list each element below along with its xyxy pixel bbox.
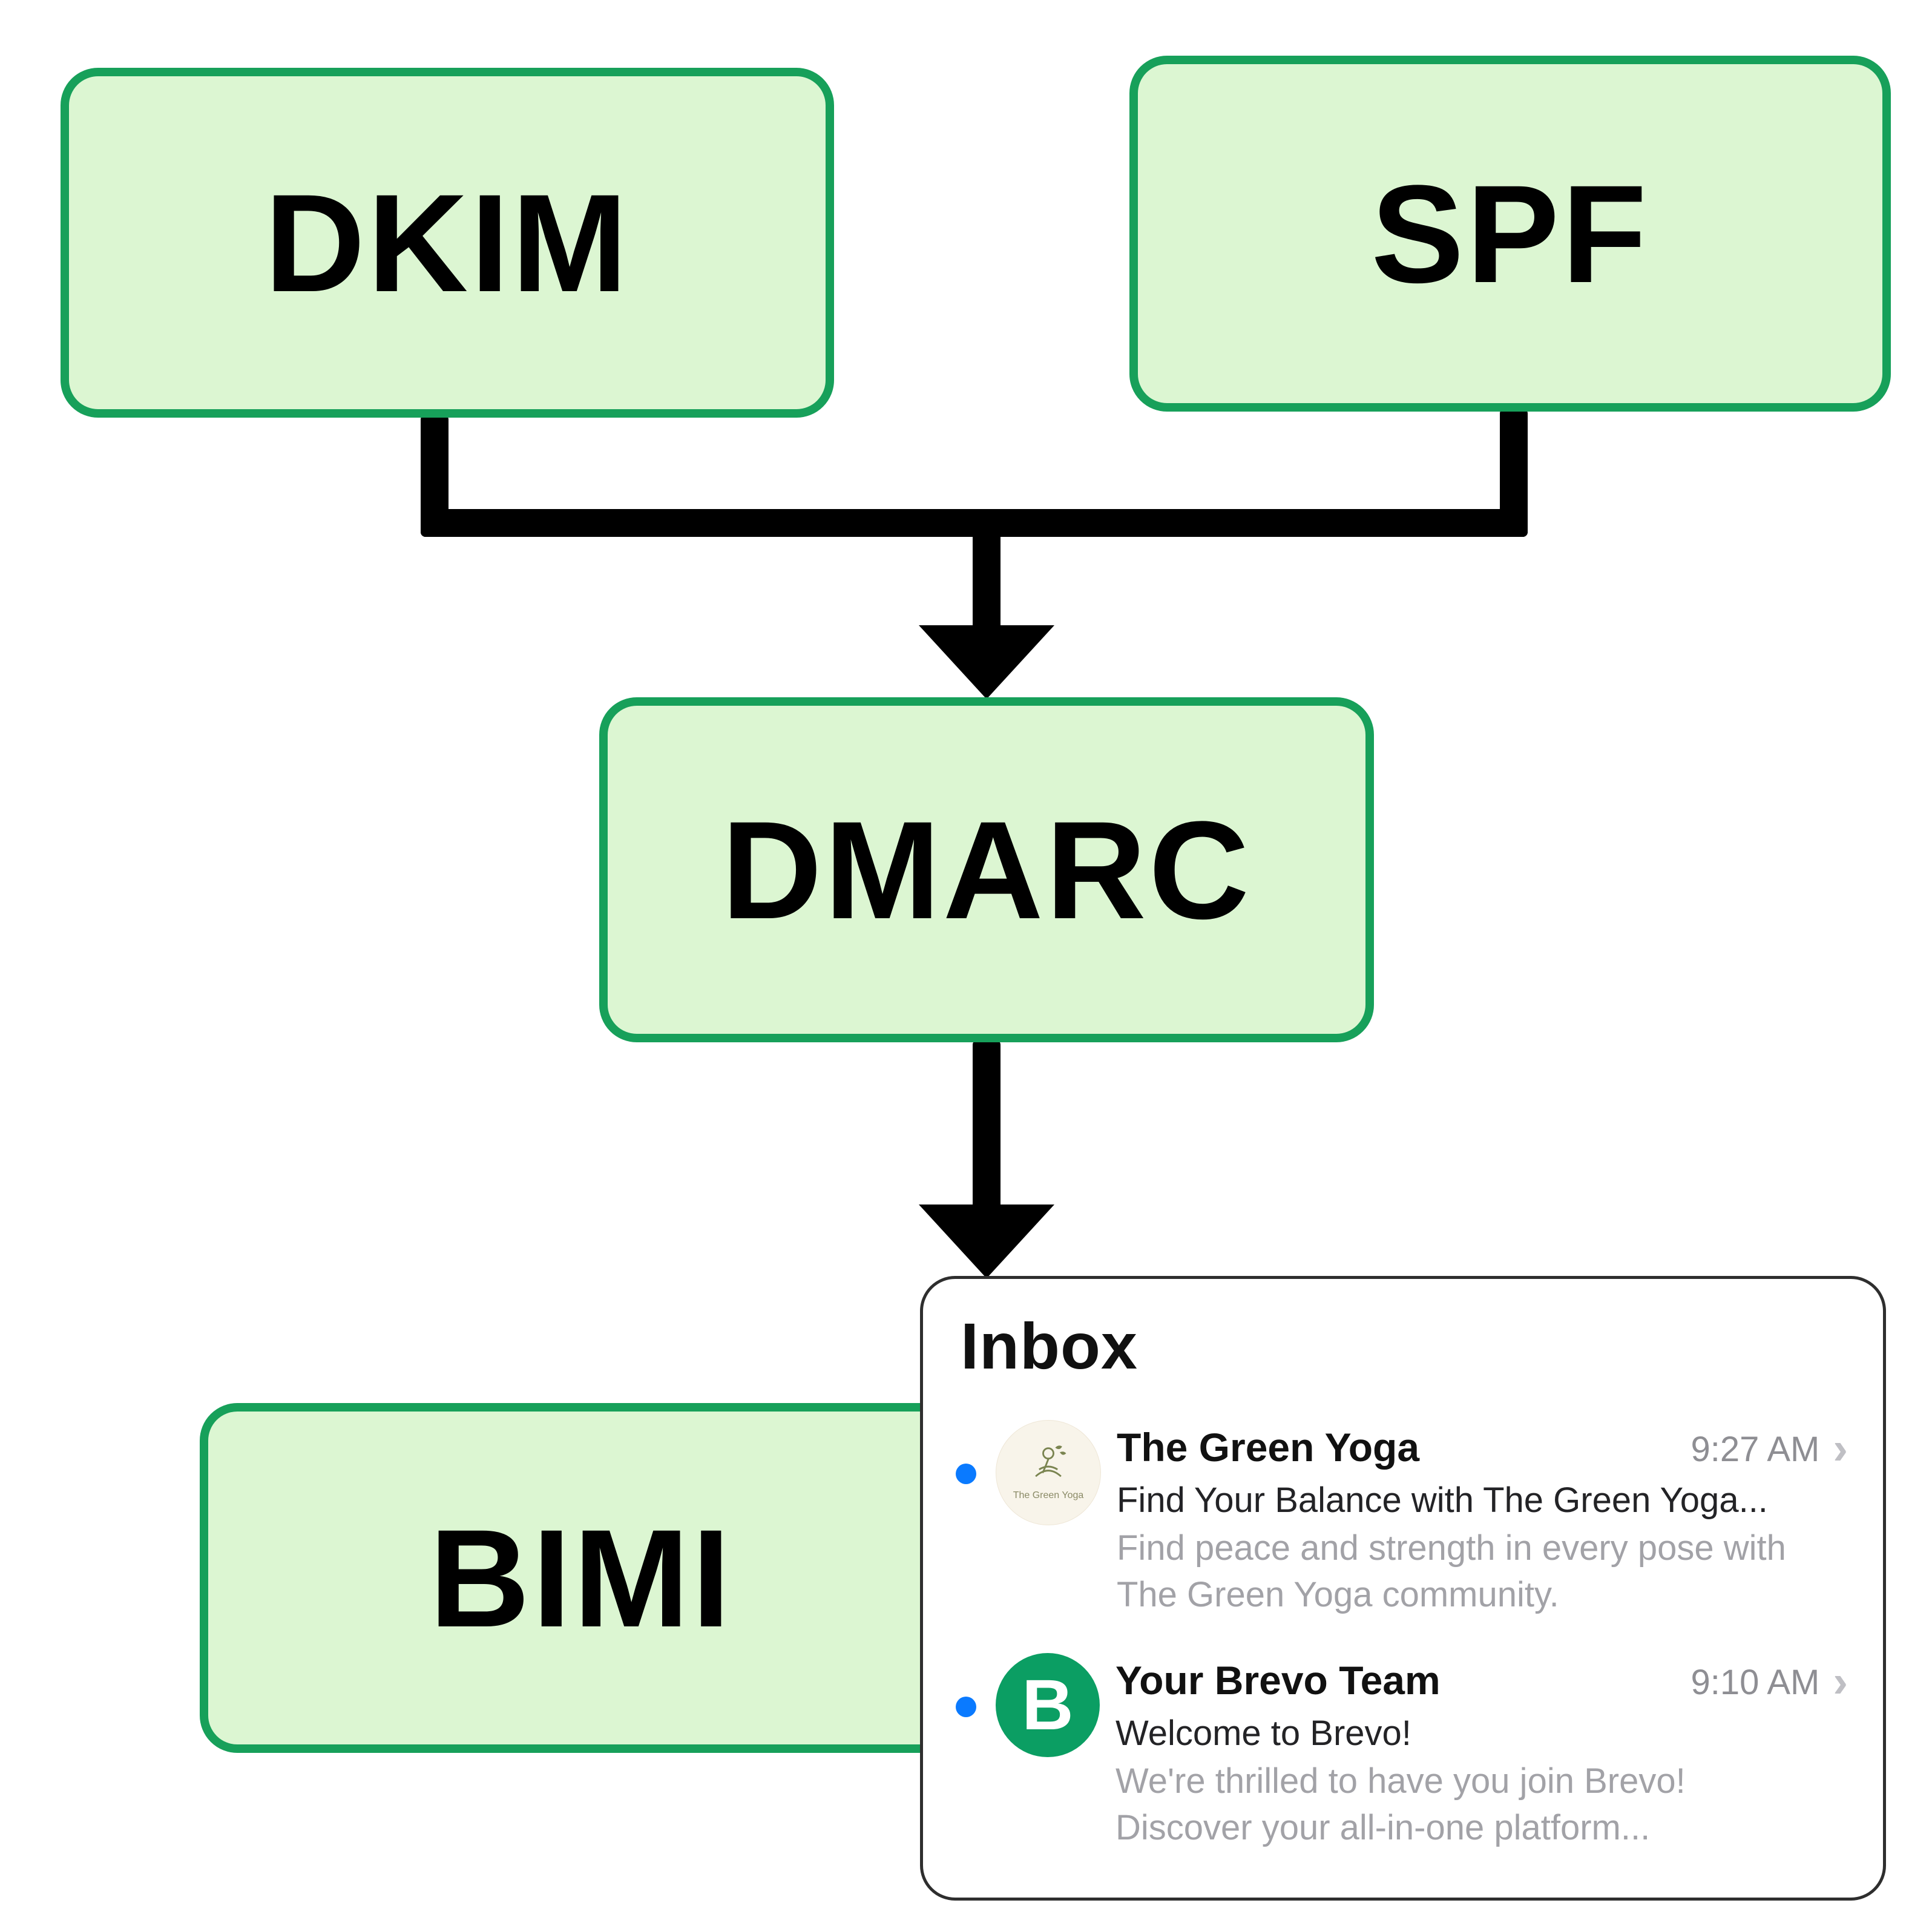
green-yoga-avatar-text: The Green Yoga [1013, 1490, 1084, 1500]
email-time: 9:27 AM [1690, 1430, 1820, 1469]
inbox-card: Inbox The Green Yoga The Green Yog [920, 1276, 1886, 1901]
dmarc-label: DMARC [721, 792, 1252, 948]
email-content: Your Brevo Team 9:10 AM › Welcome to Bre… [1116, 1653, 1848, 1851]
dkim-label: DKIM [264, 165, 630, 321]
email-preview-line1: We're thrilled to have you join Brevo! [1116, 1761, 1686, 1801]
dmarc-box: DMARC [599, 697, 1374, 1042]
email-preview: Find peace and strength in every pose wi… [1117, 1525, 1848, 1618]
email-time: 9:10 AM [1690, 1663, 1820, 1703]
email-preview-line2: The Green Yoga community. [1117, 1574, 1559, 1614]
email-header: The Green Yoga 9:27 AM › [1117, 1423, 1848, 1473]
email-subject: Find Your Balance with The Green Yoga... [1117, 1481, 1768, 1520]
email-sender: The Green Yoga [1117, 1425, 1420, 1470]
email-subject: Welcome to Brevo! [1116, 1714, 1411, 1753]
email-preview-line2: Discover your all-in-one platform... [1116, 1807, 1651, 1847]
email-row-brevo[interactable]: B Your Brevo Team 9:10 AM › Welcome to B… [952, 1653, 1848, 1851]
brevo-logo-icon: B [1022, 1665, 1074, 1746]
chevron-right-icon[interactable]: › [1833, 1656, 1848, 1707]
unread-dot [956, 1697, 976, 1718]
email-content: The Green Yoga 9:27 AM › Find Your Balan… [1117, 1420, 1848, 1618]
arrow-to-inbox-icon [919, 1205, 1054, 1278]
email-header: Your Brevo Team 9:10 AM › [1116, 1656, 1848, 1707]
chevron-right-icon[interactable]: › [1833, 1423, 1848, 1473]
inbox-title: Inbox [961, 1309, 1138, 1382]
brevo-avatar: B [996, 1653, 1100, 1758]
email-preview-line1: Find peace and strength in every pose wi… [1117, 1528, 1786, 1568]
unread-indicator-column [952, 1653, 980, 1718]
green-yoga-logo-icon [1035, 1445, 1066, 1477]
unread-indicator-column [952, 1420, 980, 1484]
bimi-label: BIMI [429, 1500, 733, 1656]
connector-dmarc-stem [973, 1040, 1000, 1211]
email-preview: We're thrilled to have you join Brevo! D… [1116, 1758, 1848, 1851]
unread-dot [956, 1464, 976, 1484]
arrow-to-dmarc-icon [919, 625, 1054, 699]
spf-label: SPF [1371, 156, 1649, 312]
connector-center-stem [973, 522, 1000, 632]
dkim-box: DKIM [61, 68, 834, 418]
bimi-box: BIMI [200, 1403, 962, 1753]
green-yoga-avatar: The Green Yoga [996, 1420, 1101, 1525]
email-sender: Your Brevo Team [1116, 1658, 1441, 1703]
email-row-green-yoga[interactable]: The Green Yoga The Green Yoga 9:27 AM › … [952, 1420, 1848, 1618]
spf-box: SPF [1129, 56, 1891, 412]
